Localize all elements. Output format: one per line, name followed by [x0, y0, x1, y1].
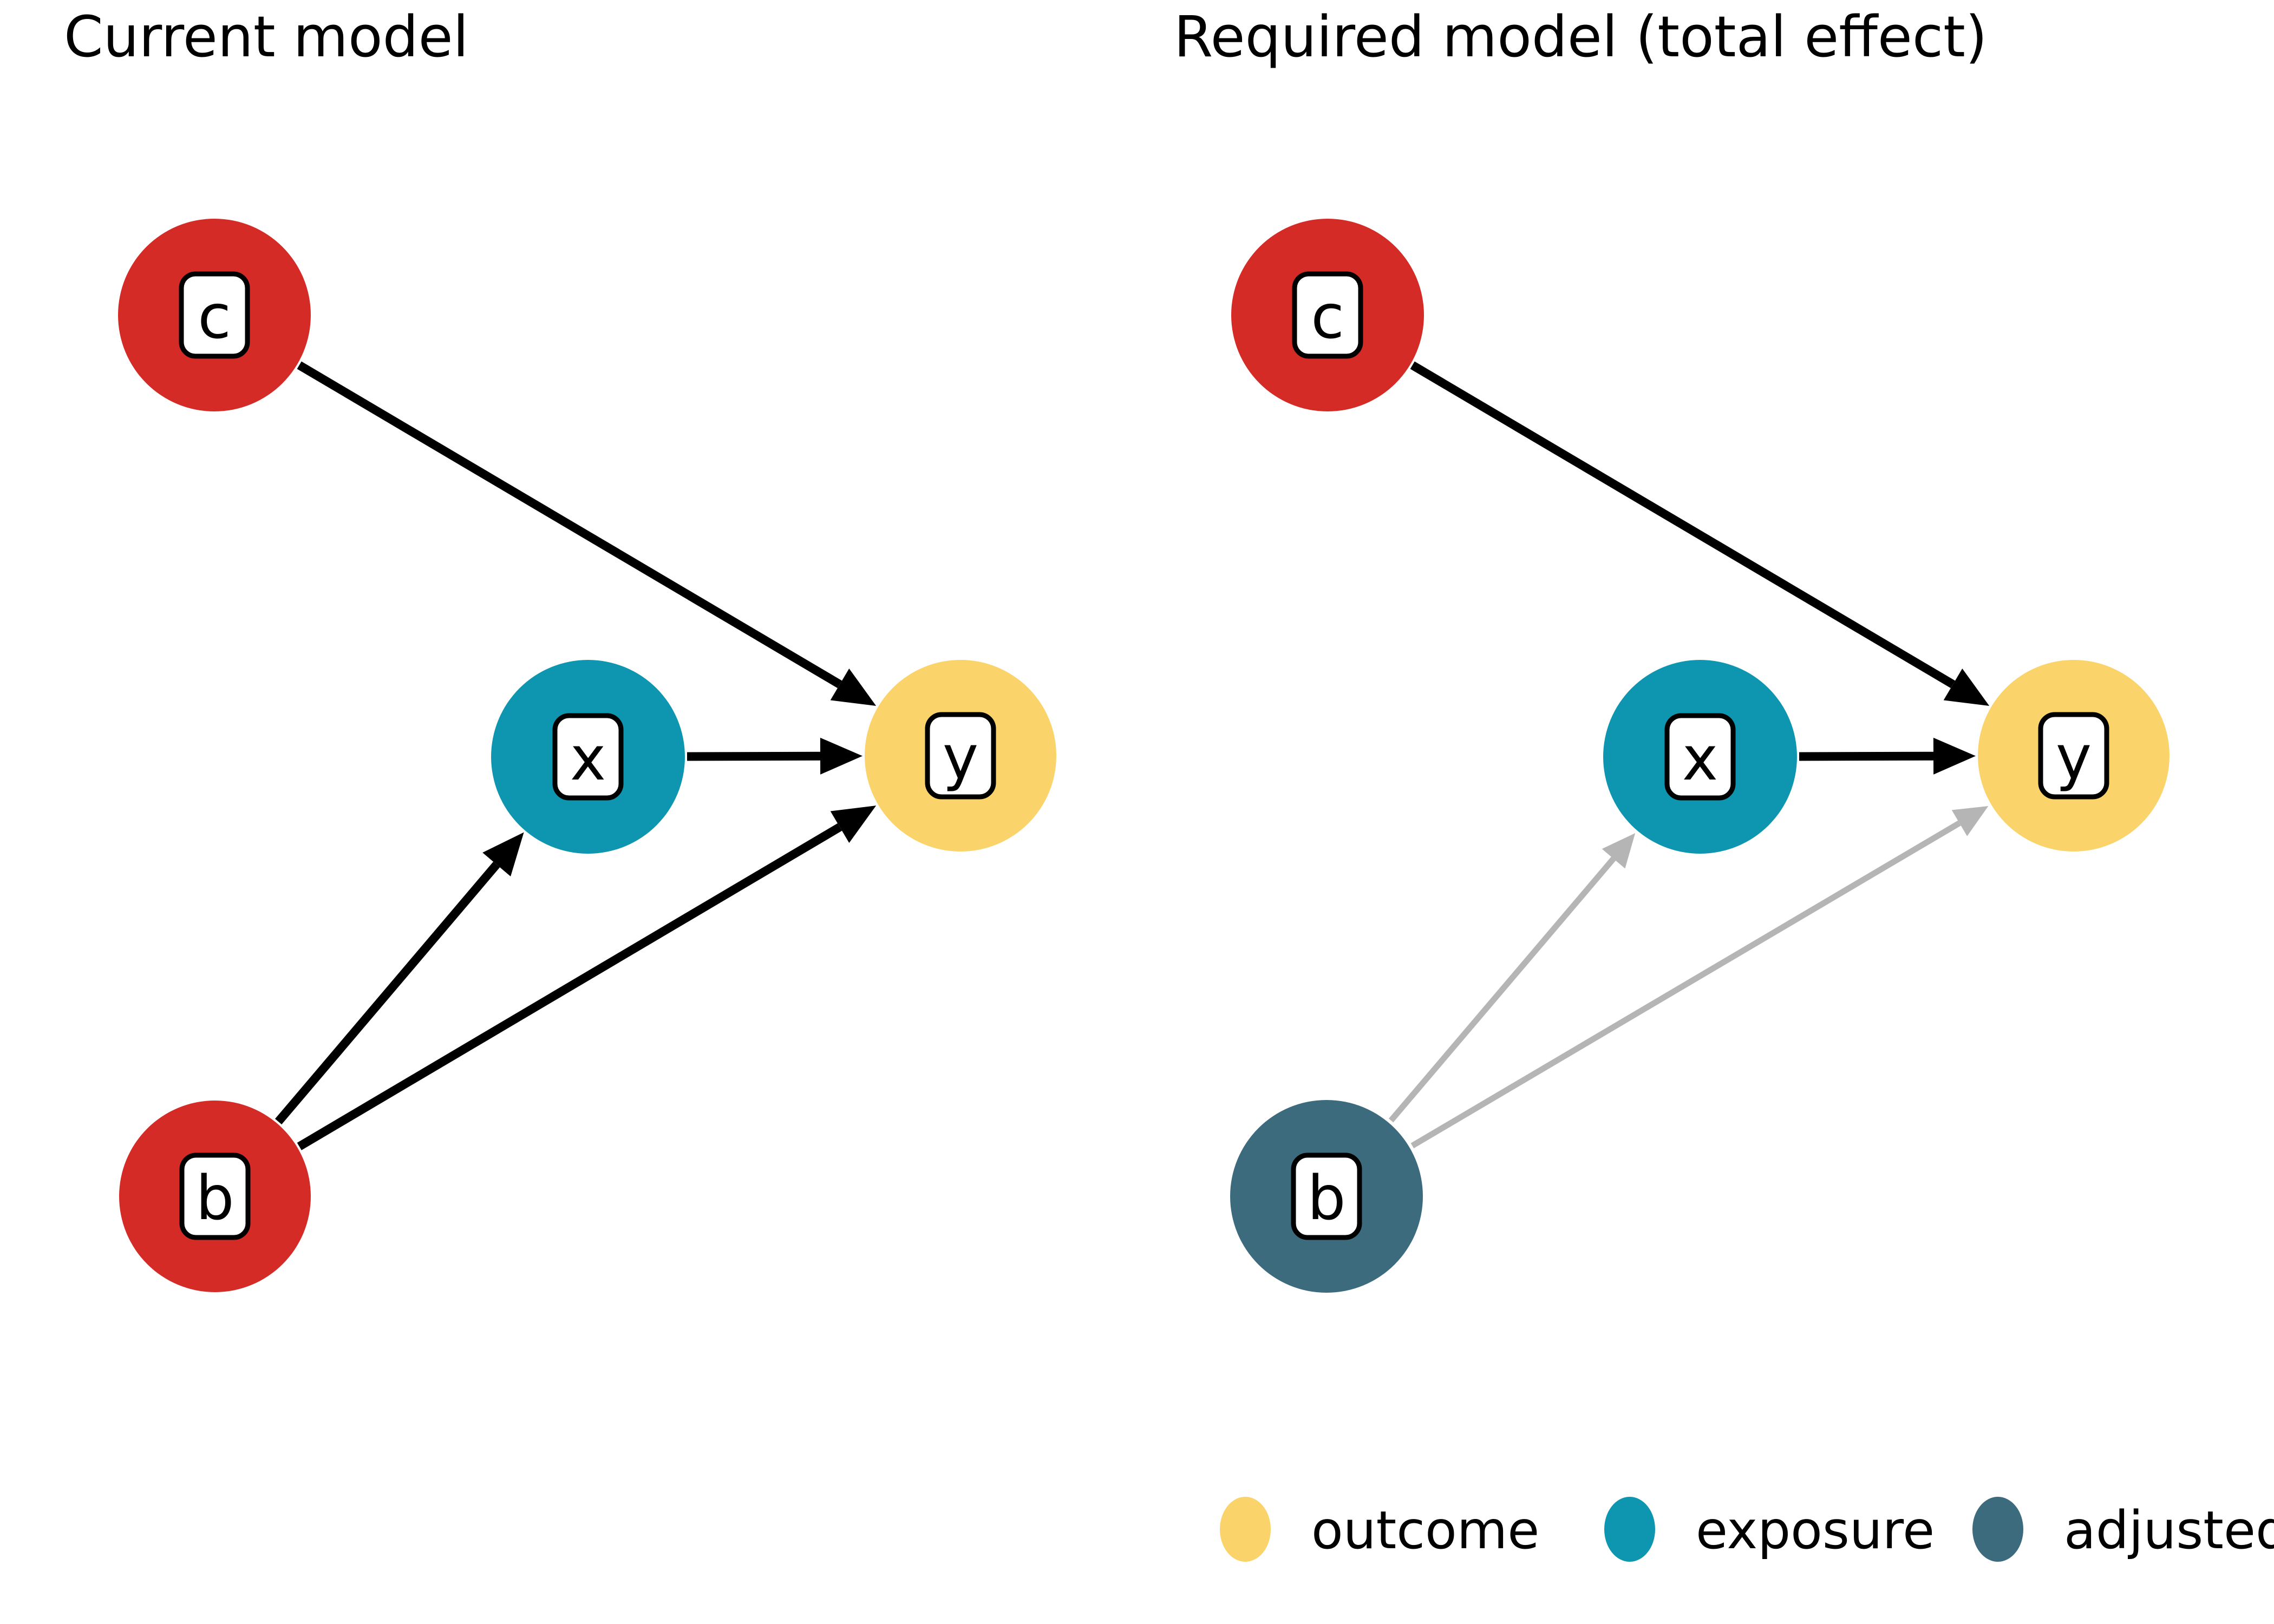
node-required-b[interactable]: b — [1230, 1100, 1423, 1293]
edge-line-b-x — [1388, 856, 1616, 1123]
node-label-x: x — [570, 724, 606, 794]
node-label-box-y — [925, 712, 996, 800]
node-label-box-c — [179, 271, 250, 359]
node-current-x[interactable]: x — [491, 660, 685, 854]
node-current-y[interactable]: y — [865, 660, 1056, 852]
node-label-c: c — [198, 282, 231, 352]
node-label-box-b — [179, 1152, 251, 1240]
edge-current-x-to-y — [687, 737, 863, 775]
edge-line-c-y — [297, 361, 842, 689]
panel-title-required-model: Required model (total effect) — [1174, 4, 1988, 70]
edge-line-x-y — [687, 751, 821, 761]
arrowhead-x-y — [1933, 737, 1976, 775]
node-required-x[interactable]: x — [1603, 660, 1797, 854]
legend: outcome exposure adjusted — [1220, 1497, 2274, 1562]
arrowhead-b-x — [1602, 833, 1636, 869]
legend-item-outcome[interactable]: outcome — [1220, 1497, 1539, 1562]
edge-line-b-x — [275, 861, 500, 1125]
edge-line-c-y — [1410, 361, 1956, 689]
node-label-c: c — [1311, 282, 1344, 352]
edge-required-c-to-y — [1410, 361, 1990, 706]
node-current-b[interactable]: b — [119, 1101, 311, 1292]
legend-swatch-adjusted — [1972, 1497, 2023, 1562]
arrowhead-x-y — [820, 737, 863, 775]
panel-title-current-model: Current model — [64, 4, 469, 70]
edge-required-x-to-y — [1799, 737, 1976, 775]
node-layer: c x y b c x y b — [118, 219, 2170, 1293]
legend-label-adjusted: adjusted — [2064, 1500, 2274, 1561]
arrowhead-b-y — [1951, 806, 1989, 836]
edge-line-x-y — [1799, 751, 1934, 761]
node-label-y: y — [943, 723, 978, 793]
node-label-b: b — [1307, 1163, 1345, 1234]
edge-current-b-to-y — [297, 806, 877, 1150]
node-label-box-b — [1291, 1152, 1362, 1240]
legend-label-outcome: outcome — [1311, 1500, 1539, 1561]
edge-layer — [275, 361, 1990, 1150]
legend-swatch-exposure — [1604, 1497, 1655, 1562]
edge-line-b-y — [297, 823, 842, 1150]
node-label-box-y — [2038, 712, 2109, 800]
edge-required-b-to-x — [1388, 833, 1636, 1123]
edge-required-b-to-y — [1410, 806, 1989, 1149]
arrowhead-b-x — [482, 832, 524, 877]
arrowhead-c-y — [830, 668, 877, 706]
edge-line-b-y — [1410, 820, 1961, 1149]
node-label-y: y — [2056, 723, 2092, 793]
node-label-b: b — [195, 1163, 234, 1234]
node-label-box-x — [552, 713, 624, 801]
legend-label-exposure: exposure — [1696, 1500, 1935, 1561]
node-label-box-x — [1664, 713, 1736, 801]
node-required-y[interactable]: y — [1978, 660, 2170, 852]
node-required-c[interactable]: c — [1231, 219, 1424, 411]
legend-item-exposure[interactable]: exposure — [1604, 1497, 1935, 1562]
legend-item-adjusted[interactable]: adjusted — [1972, 1497, 2274, 1562]
edge-current-b-to-x — [275, 832, 524, 1125]
arrowhead-b-y — [830, 806, 877, 843]
edge-current-c-to-y — [297, 361, 877, 706]
node-label-box-c — [1292, 271, 1363, 359]
legend-swatch-outcome — [1220, 1497, 1271, 1562]
arrowhead-c-y — [1943, 668, 1990, 706]
node-label-x: x — [1682, 724, 1718, 794]
node-current-c[interactable]: c — [118, 219, 311, 411]
